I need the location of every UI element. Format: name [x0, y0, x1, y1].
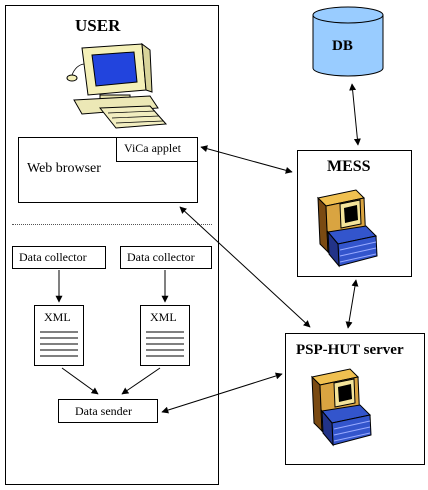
- mess-label: MESS: [327, 158, 371, 175]
- psp-hut-label: PSP-HUT server: [296, 342, 404, 358]
- data-sender-box: [58, 399, 158, 423]
- db-label: DB: [332, 38, 353, 54]
- separator-line: [12, 224, 212, 225]
- data-collector-label-2: Data collector: [127, 250, 195, 264]
- data-sender-label: Data sender: [75, 404, 132, 418]
- arrow-mess-psp: [345, 279, 359, 329]
- xml-label-2: XML: [150, 310, 177, 324]
- user-title: USER: [75, 16, 121, 35]
- vica-applet-label: ViCa applet: [124, 141, 181, 155]
- arrow-db-mess: [349, 83, 361, 146]
- data-collector-box-1: [12, 246, 106, 269]
- data-collector-label-1: Data collector: [19, 250, 87, 264]
- xml-label-1: XML: [44, 310, 71, 324]
- web-browser-label: Web browser: [27, 161, 101, 176]
- vica-applet-box: [116, 137, 198, 162]
